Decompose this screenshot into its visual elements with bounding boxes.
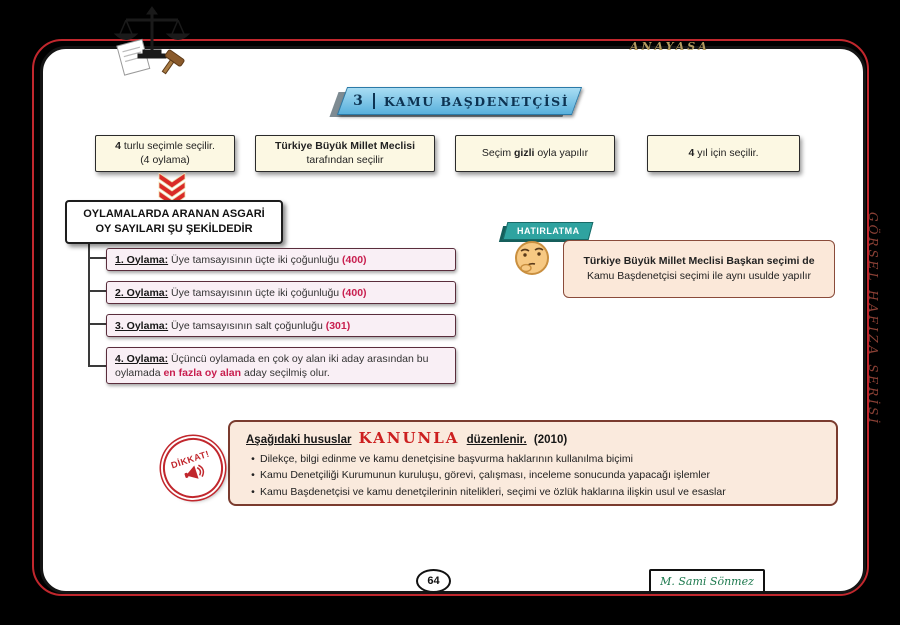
kanunla-highlight: KANUNLA — [358, 429, 460, 447]
vote-round-2: 2. Oylama: Üye tamsayısının üçte iki çoğ… — [106, 281, 456, 305]
page-number: 64 — [416, 569, 451, 593]
warning-heading: Aşağıdaki hususlar KANUNLA düzenlenir. (… — [246, 429, 568, 447]
fact-box-secret-vote: Seçim gizli oyla yapılır — [455, 135, 615, 172]
fact-box-elected-by: Türkiye Büyük Millet Meclisi tarafından … — [255, 135, 435, 172]
warning-box: Aşağıdaki hususlar KANUNLA düzenlenir. (… — [228, 420, 838, 506]
warning-bullet-text: Kamu Başdenetçisi ve kamu denetçilerinin… — [260, 485, 726, 498]
author-box: M. Sami Sönmez — [649, 569, 765, 593]
title-divider — [373, 93, 375, 109]
justice-scales-icon — [112, 4, 192, 83]
votes-heading-line1: OYLAMALARDA ARANAN ASGARİ — [83, 208, 265, 221]
megaphone-icon — [184, 464, 205, 479]
fact-line: tarafından seçilir — [306, 153, 384, 166]
bullet-icon: • — [251, 453, 255, 465]
red-frame-border — [32, 39, 869, 596]
fact-line: 4 yıl için seçilir. — [688, 146, 759, 159]
series-side-label: GÖRSEL HAFIZA SERİSİ — [866, 212, 880, 426]
connector-stub — [88, 257, 106, 259]
title-number: 3 — [353, 93, 363, 109]
connector-stub — [88, 290, 106, 292]
bullet-icon: • — [251, 469, 255, 482]
warning-bullet: • Kamu Denetçiliği Kurumunun kuruluşu, g… — [246, 467, 822, 483]
votes-heading-line2: OY SAYILARI ŞU ŞEKİLDEDİR — [95, 223, 253, 235]
connector-stub — [88, 323, 106, 325]
vote-round-4: 4. Oylama: Üçüncü oylamada en çok oy ala… — [106, 347, 456, 385]
reminder-badge-label: HATIRLATMA — [516, 226, 580, 236]
fact-box-election-rounds: 4 turlu seçimle seçilir. (4 oylama) — [95, 135, 235, 172]
dikkat-stamp: DİKKAT! — [155, 430, 231, 506]
warning-bullet-text: Dilekçe, bilgi edinme ve kamu denetçisin… — [260, 453, 633, 465]
warning-bullet-text: Kamu Denetçiliği Kurumunun kuruluşu, gör… — [260, 469, 710, 482]
fact-line: (4 oylama) — [140, 153, 190, 166]
author-name: M. Sami Sönmez — [660, 574, 754, 588]
fact-line: Türkiye Büyük Millet Meclisi — [274, 139, 416, 152]
bullet-icon: • — [251, 485, 255, 498]
fact-line: 4 turlu seçimle seçilir. — [115, 139, 215, 152]
fact-line: Seçim gizli oyla yapılır — [481, 146, 589, 159]
warning-bullet: • Kamu Başdenetçisi ve kamu denetçilerin… — [246, 484, 822, 500]
connector-vertical-line — [88, 242, 90, 366]
vote-round-1: 1. Oylama: Üye tamsayısının üçte iki çoğ… — [106, 248, 456, 272]
title-banner: 3 KAMU BAŞDENETÇİSİ — [336, 87, 583, 115]
warning-bullet: • Dilekçe, bilgi edinme ve kamu denetçis… — [246, 451, 822, 467]
reminder-text: Türkiye Büyük Millet Meclisi Başkan seçi… — [583, 255, 815, 282]
page-title: KAMU BAŞDENETÇİSİ — [384, 93, 570, 109]
thinking-face-icon — [512, 238, 552, 283]
fact-box-term: 4 yıl için seçilir. — [647, 135, 800, 172]
reminder-note: Türkiye Büyük Millet Meclisi Başkan seçi… — [563, 240, 835, 298]
topic-label: ANAYASA — [630, 40, 710, 53]
connector-stub — [88, 365, 106, 367]
votes-heading: OYLAMALARDA ARANAN ASGARİ OY SAYILARI ŞU… — [65, 200, 283, 244]
vote-round-3: 3. Oylama: Üye tamsayısının salt çoğunlu… — [106, 314, 456, 338]
